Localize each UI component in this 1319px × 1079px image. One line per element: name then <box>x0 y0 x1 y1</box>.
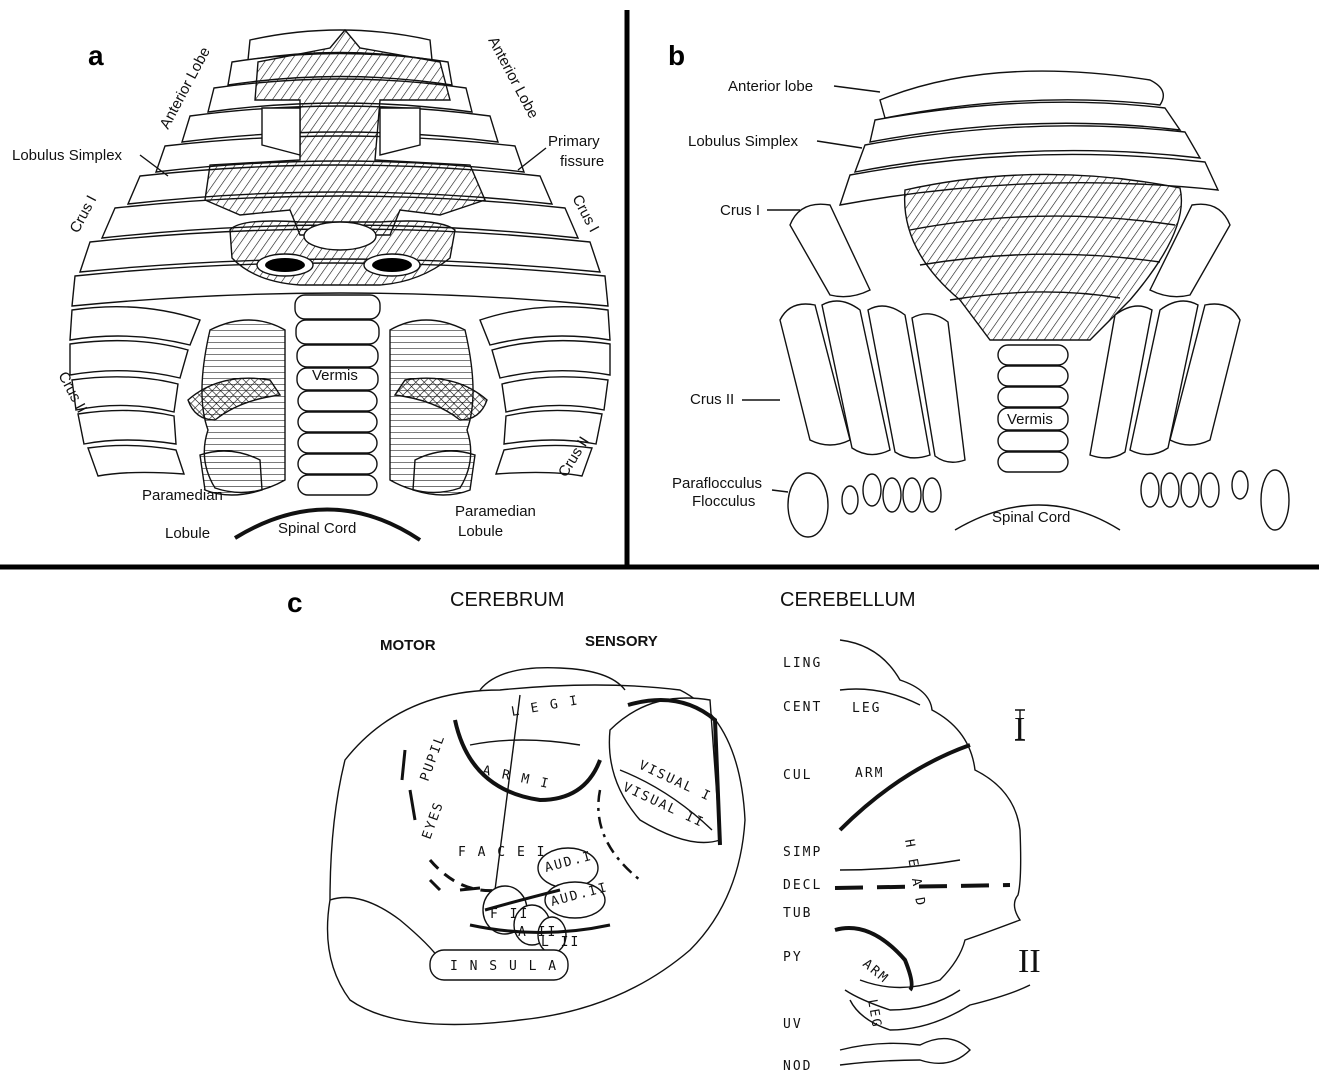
cerebrum-face: F A C E I <box>458 845 546 860</box>
cerebellum-leg-bottom: LEG <box>864 998 884 1030</box>
panel-a-left-dark-oval <box>265 258 305 272</box>
panel-b-label: b <box>668 40 685 71</box>
panel-a-primary-label-2: fissure <box>560 153 604 170</box>
panel-a-vermis-label: Vermis <box>312 367 358 384</box>
panel-c-motor: MOTOR <box>380 637 436 654</box>
panel-a-left-fan <box>70 307 200 476</box>
cerebellum-py: PY <box>783 950 803 965</box>
panel-b-flocculus-label: Flocculus <box>692 493 755 510</box>
panel-a-foramen <box>304 222 376 250</box>
cerebellum-roman-two: II <box>1018 943 1041 980</box>
panel-b-vermis-stack <box>998 345 1068 472</box>
cerebrum-insula: I N S U L A <box>450 959 558 974</box>
panel-a-lobulus-simplex: Lobulus Simplex <box>12 147 123 164</box>
panel-a-label: a <box>88 40 104 71</box>
panel-b-crus2: Crus II <box>690 391 734 408</box>
cerebellum-roman-one: I <box>1014 711 1025 748</box>
panel-b-crus1: Crus I <box>720 202 760 219</box>
cerebellum-decl: DECL <box>783 878 822 893</box>
cerebellum-cul: CUL <box>783 768 812 783</box>
panel-a: a <box>12 30 610 542</box>
panel-a-spinal-cord-label: Spinal Cord <box>278 520 356 537</box>
panel-a-paramedian-right-1: Paramedian <box>455 503 536 520</box>
panel-c-cerebellum-title: CEREBELLUM <box>780 589 916 611</box>
cerebrum-l2: L II <box>541 935 580 950</box>
panel-a-right-fan <box>480 307 610 476</box>
cerebellum-uv: UV <box>783 1017 803 1032</box>
panel-b-anterior-lobe: Anterior lobe <box>728 78 813 95</box>
panel-a-paramedian-left-2: Lobule <box>165 525 210 542</box>
cerebellum-arm-bottom: ARM <box>859 957 891 987</box>
cerebellum-leg-top: LEG <box>852 701 881 716</box>
cerebrum-f2: F II <box>490 907 529 922</box>
panel-c-label: c <box>287 587 303 618</box>
cerebellum-tub: TUB <box>783 906 812 921</box>
panel-b-vermis-label: Vermis <box>1007 411 1053 428</box>
panel-a-paramedian-right-2: Lobule <box>458 523 503 540</box>
panel-b-spinal-cord-label: Spinal Cord <box>992 509 1070 526</box>
cerebellum-simp: SIMP <box>783 845 822 860</box>
panel-a-anterior-lobe-right: Anterior Lobe <box>484 34 541 122</box>
panel-a-vermis-stack <box>295 295 380 495</box>
cerebellum-arm-top: ARM <box>855 766 884 781</box>
panel-a-paramedian-left-1: Paramedian <box>142 487 223 504</box>
cerebellum-nod: NOD <box>783 1059 812 1074</box>
panel-a-primary-label-1: Primary <box>548 133 600 150</box>
panel-b-lobulus-simplex: Lobulus Simplex <box>688 133 799 150</box>
panel-c-cerebrum-title: CEREBRUM <box>450 589 564 611</box>
cerebellum-cent: CENT <box>783 700 822 715</box>
cerebellum-head: H E A D <box>901 838 928 908</box>
cerebellum-ling: LING <box>783 656 822 671</box>
panel-c-sensory: SENSORY <box>585 633 658 650</box>
panel-a-crus1-left: Crus I <box>67 193 101 236</box>
panel-c: c CEREBRUM CEREBELLUM MOTOR SENSORY <box>287 587 1041 1074</box>
panel-a-right-dark-oval <box>372 258 412 272</box>
panel-b-paraflocculus-label: Paraflocculus <box>672 475 762 492</box>
panel-b-paraflocculus <box>788 470 1289 537</box>
panel-b: b <box>668 40 1289 537</box>
